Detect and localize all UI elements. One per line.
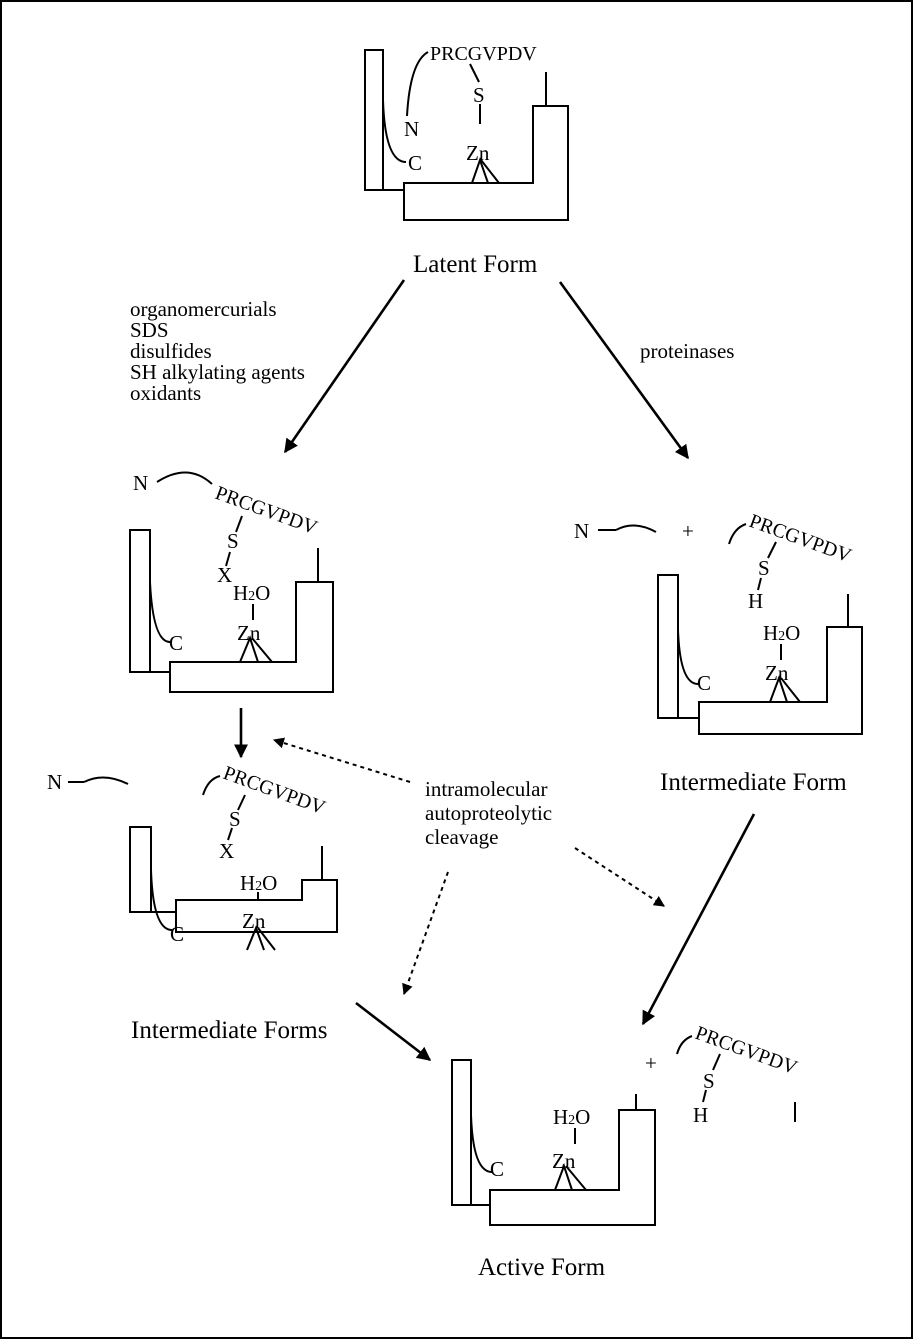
intermediate-forms-structure: PRCGVPDV N S X H2O Zn C: [47, 762, 337, 950]
active-enzyme-body: [452, 1060, 655, 1225]
reagent-item: oxidants: [130, 381, 201, 405]
released-n-chain-left: [84, 777, 128, 784]
dashed-arrow-to-active-left: [404, 872, 448, 994]
modified-enzyme-body: [130, 530, 333, 692]
intermediate-forms-label: Intermediate Forms: [131, 1017, 327, 1044]
dashed-arrow-to-active-right: [575, 848, 664, 906]
released-hydrogen: H: [693, 1103, 708, 1127]
active-zinc: Zn: [552, 1149, 576, 1173]
latent-c-s-bond: [470, 64, 479, 82]
latent-form-structure: PRCGVPDV N C S Zn: [365, 43, 568, 220]
latent-zinc: Zn: [466, 141, 490, 165]
active-c-chain: [471, 1115, 492, 1172]
arrow-latent-to-proteinase: [560, 282, 688, 458]
intermediate-form-structure: PRCGVPDV N + C S H H2O Zn: [574, 510, 862, 734]
latent-c-chain: [383, 100, 406, 162]
latent-c-terminus: C: [408, 151, 422, 175]
modified-x-group: X: [217, 563, 232, 587]
intermediate-right-zinc: Zn: [765, 661, 789, 685]
intermediate-right-water: H2O: [763, 621, 800, 645]
latent-form-label: Latent Form: [413, 251, 538, 278]
dashed-arrow-to-modified: [274, 740, 410, 782]
modified-water: H2O: [233, 581, 270, 605]
intermediate-left-n-terminus: N: [47, 770, 62, 794]
arrow-intermediate-right-to-active: [643, 814, 754, 1024]
intermediate-left-x-group: X: [219, 839, 234, 863]
plus-sign: +: [645, 1051, 657, 1075]
active-form-label: Active Form: [478, 1254, 606, 1281]
active-water: H2O: [553, 1105, 590, 1129]
intermediate-left-sulfur: S: [229, 807, 241, 831]
released-propeptide: + PRCGVPDV S H: [645, 1022, 801, 1127]
intermediate-right-hook: [729, 524, 746, 544]
intermediate-left-water: H2O: [240, 871, 277, 895]
intermediate-form-label: Intermediate Form: [660, 769, 847, 796]
intermediate-left-c-terminus: C: [170, 922, 184, 946]
active-form-structure: C H2O Zn: [452, 1060, 655, 1225]
modified-form-structure: PRCGVPDV N C S X H2O Zn: [130, 471, 333, 692]
latent-sequence: PRCGVPDV: [430, 43, 537, 65]
cleavage-note: intramolecular autoproteolytic cleavage: [425, 777, 552, 849]
intermediate-right-c-chain: [678, 630, 698, 684]
released-sulfur: S: [703, 1069, 715, 1093]
latent-sulfur: S: [473, 83, 485, 107]
arrow-intermediate-left-to-active: [356, 1003, 430, 1060]
modified-sulfur: S: [227, 529, 239, 553]
intermediate-left-c-chain: [151, 870, 172, 930]
latent-n-chain: [407, 52, 428, 116]
released-n-chain: [616, 525, 656, 532]
intermediate-left-zinc: Zn: [242, 909, 266, 933]
active-c-terminus: C: [490, 1157, 504, 1181]
latent-n-terminus: N: [404, 117, 419, 141]
modified-n-chain: [157, 472, 212, 484]
cleavage-note-line: cleavage: [425, 825, 498, 849]
intermediate-right-sulfur: S: [758, 556, 770, 580]
proteinases-label: proteinases: [640, 339, 734, 363]
latent-enzyme-body: [365, 50, 568, 220]
intermediate-right-hydrogen: H: [748, 589, 763, 613]
released-c-s-bond: [713, 1054, 720, 1070]
released-propeptide-hook: [677, 1036, 692, 1054]
cleavage-note-line: autoproteolytic: [425, 801, 552, 825]
cleavage-note-line: intramolecular: [425, 777, 547, 801]
modified-n-terminus: N: [133, 471, 148, 495]
modified-c-terminus: C: [169, 631, 183, 655]
modified-zinc: Zn: [237, 621, 261, 645]
intermediate-left-hook: [203, 776, 220, 795]
intermediate-right-c-terminus: C: [697, 671, 711, 695]
modified-c-chain: [150, 582, 170, 642]
released-n-terminus: N: [574, 519, 589, 543]
plus-sign: +: [682, 519, 694, 543]
reagent-list: organomercurials SDS disulfides SH alkyl…: [130, 297, 305, 405]
